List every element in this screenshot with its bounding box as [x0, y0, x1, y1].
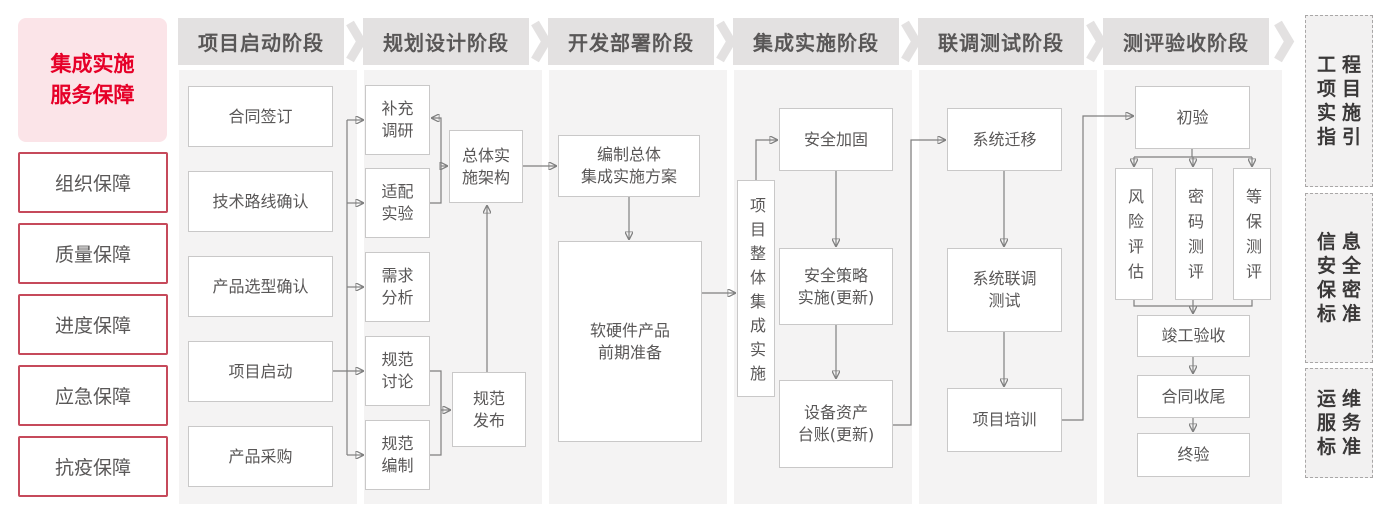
- sidebar-title: 集成实施 服务保障: [18, 18, 167, 142]
- flow-box-crypto-evaluation: 密码测评: [1175, 168, 1213, 300]
- flow-box-overall-integration-implementation: 项目整体集成实施: [737, 180, 775, 397]
- standard-box-project-implementation-guide: 工程 项目 实施 指引: [1305, 15, 1373, 187]
- flow-box-tech-route-confirm: 技术路线确认: [188, 171, 333, 232]
- phase-header-integration-impl: 集成实施阶段: [733, 18, 899, 65]
- flow-box-product-selection-confirm: 产品选型确认: [188, 256, 333, 317]
- flow-box-product-procurement: 产品采购: [188, 426, 333, 487]
- flow-box-spec-release: 规范 发布: [452, 372, 526, 447]
- phase-header-planning-design: 规划设计阶段: [363, 18, 529, 65]
- phase-header-joint-debug-test: 联调测试阶段: [918, 18, 1084, 65]
- flow-box-preliminary-acceptance: 初验: [1135, 86, 1250, 149]
- flow-box-overall-integration-plan: 编制总体 集成实施方案: [558, 135, 700, 197]
- flow-box-joint-debugging-test: 系统联调 测试: [947, 248, 1062, 332]
- flow-box-project-training: 项目培训: [947, 388, 1062, 452]
- phase-header-eval-acceptance: 测评验收阶段: [1103, 18, 1269, 65]
- flow-box-system-migration: 系统迁移: [947, 108, 1062, 171]
- flow-box-completion-acceptance: 竣工验收: [1137, 315, 1250, 357]
- flow-box-adaptation-test: 适配 实验: [365, 168, 430, 238]
- flow-box-hw-sw-preparation: 软硬件产品 前期准备: [558, 241, 702, 442]
- flow-box-spec-drafting: 规范 编制: [365, 420, 430, 490]
- flow-box-security-policy-implementation: 安全策略 实施(更新): [779, 248, 893, 325]
- phase-header-project-kickoff: 项目启动阶段: [178, 18, 344, 65]
- flow-box-contract-closure: 合同收尾: [1137, 375, 1250, 418]
- flow-box-contract-signing: 合同签订: [188, 86, 333, 147]
- sidebar-item-organization-guarantee: 组织保障: [18, 152, 168, 213]
- sidebar-item-schedule-guarantee: 进度保障: [18, 294, 168, 355]
- flow-box-spec-discussion: 规范 讨论: [365, 336, 430, 406]
- flow-box-risk-assessment: 风险评估: [1115, 168, 1153, 300]
- flow-box-security-hardening: 安全加固: [779, 108, 893, 171]
- flow-box-mlps-evaluation: 等保测评: [1233, 168, 1271, 300]
- flow-box-final-acceptance: 终验: [1137, 433, 1250, 477]
- phase-header-dev-deployment: 开发部署阶段: [548, 18, 714, 65]
- sidebar-item-quality-guarantee: 质量保障: [18, 223, 168, 284]
- standard-box-info-security-confidentiality-standard: 信息 安全 保密 标准: [1305, 193, 1373, 363]
- flow-box-supplementary-research: 补充 调研: [365, 85, 430, 155]
- flow-box-asset-ledger-update: 设备资产 台账(更新): [779, 380, 893, 468]
- flow-box-requirement-analysis: 需求 分析: [365, 252, 430, 322]
- flow-box-project-kickoff: 项目启动: [188, 341, 333, 402]
- flow-box-overall-impl-architecture: 总体实 施架构: [449, 130, 523, 203]
- sidebar-item-epidemic-guarantee: 抗疫保障: [18, 436, 168, 497]
- sidebar-item-emergency-guarantee: 应急保障: [18, 365, 168, 426]
- standard-box-om-service-standard: 运维 服务 标准: [1305, 368, 1373, 478]
